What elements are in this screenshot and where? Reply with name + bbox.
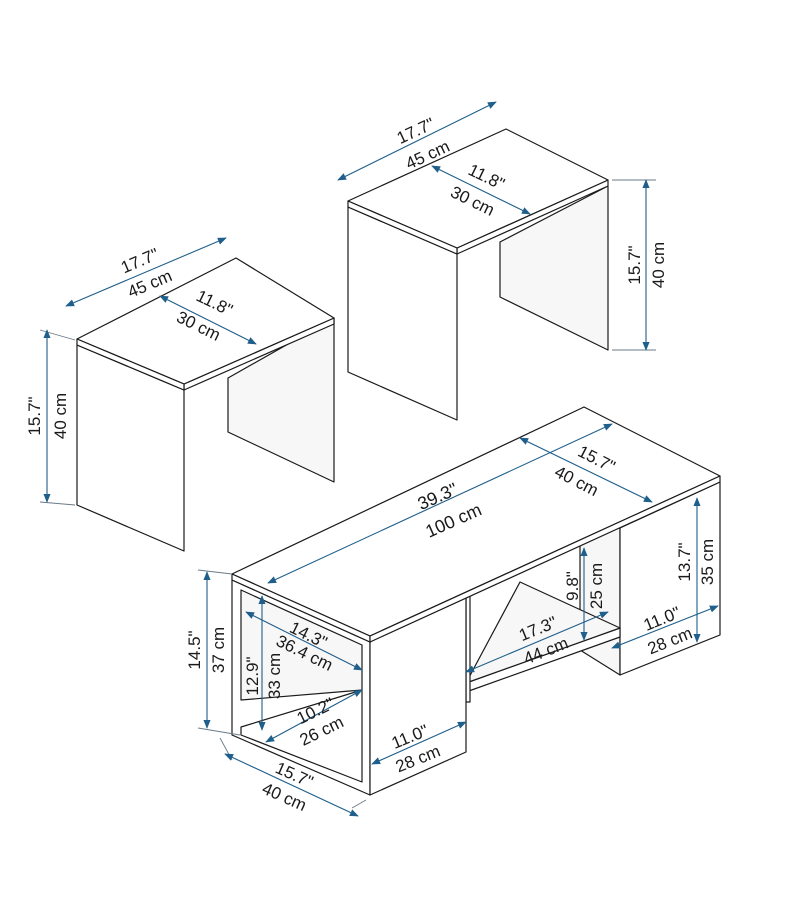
- table-depth-arrow: [519, 437, 653, 503]
- stool-right-depth-arrow: [431, 165, 531, 215]
- stool-left-height-cm: 40 cm: [51, 393, 70, 439]
- stool-right-width-arrow: [337, 101, 497, 181]
- stool-right-top-front-edge: [347, 200, 458, 255]
- shelf-gap-in: 9.8": [563, 571, 582, 601]
- cube-width-arrow: [371, 721, 467, 765]
- stool-right-height-in: 15.7": [625, 245, 644, 284]
- cube-inner-width-arrow: [265, 689, 363, 743]
- table-height-in: 14.5": [185, 630, 204, 669]
- shelf-width-arrow: [465, 611, 609, 673]
- stool-left-height-in: 15.7": [25, 396, 44, 435]
- coffee-table: [197, 406, 721, 817]
- cube-inner-height-cm: 33 cm: [265, 653, 284, 699]
- stool-left-depth-arrow: [159, 295, 257, 345]
- base-depth-arrow: [224, 753, 359, 817]
- cube-inner-height-in: 12.9": [243, 656, 262, 695]
- stool-right: [337, 101, 656, 421]
- table-height-cm: 37 cm: [209, 627, 228, 673]
- stool-right-back-leg: [499, 185, 609, 351]
- stool-left: [39, 237, 335, 552]
- right-leg-height-cm: 35 cm: [698, 539, 717, 585]
- right-leg-depth-arrow: [611, 605, 719, 649]
- shelf-gap-cm: 25 cm: [587, 563, 606, 609]
- stool-left-top-front-edge: [76, 338, 185, 391]
- right-leg-height-in: 13.7": [675, 542, 694, 581]
- stool-right-height-cm: 40 cm: [649, 242, 668, 288]
- stool-left-width-arrow: [65, 237, 227, 307]
- table-center-divider: [465, 592, 471, 703]
